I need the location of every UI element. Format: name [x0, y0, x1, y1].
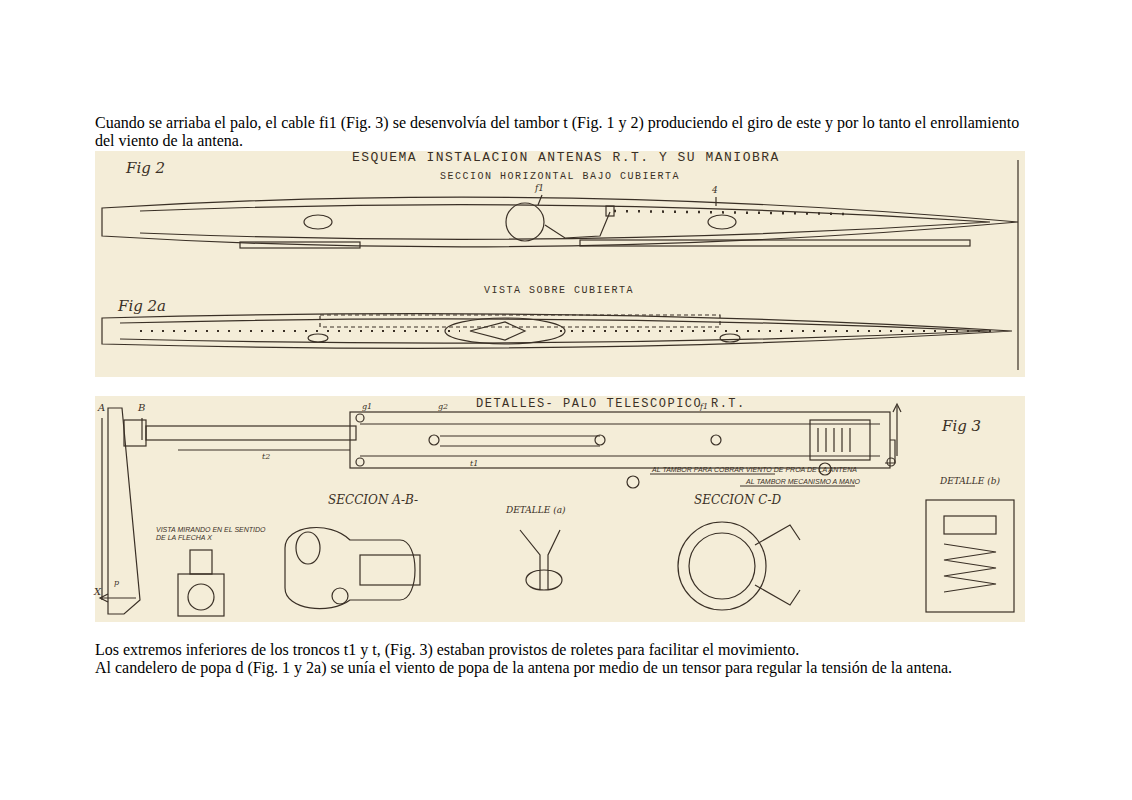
callout-number: t1 [470, 459, 478, 468]
section-cd [678, 522, 766, 610]
foot-view [178, 574, 224, 616]
drum-note: AL TAMBOR MECANISMO A MANO [746, 478, 860, 486]
mast-inner [440, 435, 600, 436]
callout-number: g2 [438, 402, 448, 411]
section-title: SECCION A-B- [328, 494, 418, 508]
leader-line [538, 195, 542, 205]
hull-outline [102, 197, 1018, 247]
section-hole [332, 588, 348, 604]
hatch [720, 334, 740, 342]
drum [606, 206, 614, 216]
plate-ground [95, 396, 1025, 622]
callout-number: g1 [362, 402, 372, 411]
section-letter: A [98, 402, 105, 414]
section-tube [360, 555, 420, 585]
mast-inner [360, 455, 880, 456]
section-mark [141, 418, 142, 440]
callout-number: f1 [700, 402, 708, 411]
wire-run [140, 330, 1000, 332]
bridge [470, 322, 525, 340]
section-mark [101, 418, 102, 600]
figure-number: Fig 2a [118, 298, 166, 315]
callout-number: 4 [712, 185, 718, 195]
figure-number: Fig 2 [126, 160, 165, 177]
mast-tube [146, 426, 356, 440]
mast-trunk [350, 412, 890, 468]
detail-b-cap [944, 516, 996, 534]
figure-number: Fig 3 [942, 418, 981, 435]
callout-number: f1 [535, 183, 544, 193]
hatch [304, 215, 332, 229]
arrow-x [100, 597, 136, 598]
drum-line [545, 212, 610, 238]
mast-inner [440, 445, 600, 446]
roller [356, 414, 364, 422]
deck-dash [320, 315, 720, 327]
detail-mark [887, 458, 895, 466]
roller [595, 435, 605, 445]
detail-b [926, 500, 1014, 612]
section-cd-arm [755, 525, 800, 605]
arrow-head [893, 404, 901, 412]
arrow-head [100, 594, 108, 602]
callout-number: t2 [262, 452, 270, 461]
section-cd [689, 533, 755, 599]
roller [356, 458, 364, 466]
section-title: SECCION C-D [694, 494, 781, 508]
foot-stem [190, 550, 212, 574]
paragraph: Cuando se arriaba el palo, el cable fi1 … [95, 114, 1040, 150]
hull-inner [140, 205, 990, 240]
spring [944, 544, 996, 592]
tank-band [240, 242, 360, 248]
mast-inner [360, 423, 880, 424]
section-hole [296, 532, 320, 564]
paragraph: Los extremos inferiores de los troncos t… [95, 641, 1040, 659]
plate-ground [95, 151, 1025, 377]
view-note: VISTA MIRANDO EN EL SENTIDO DE LA FLECHA… [156, 526, 266, 542]
view-title: VISTA SOBRE CUBIERTA [484, 285, 634, 297]
section-letter: X [94, 586, 101, 598]
leader-line [715, 197, 716, 206]
foot-hole [188, 584, 214, 610]
mast-line [178, 449, 350, 450]
hatch [308, 334, 328, 342]
detail-title: DETALLE (a) [506, 505, 566, 515]
drum-note: AL TAMBOR PARA COBRAR VIENTO DE PROA DE … [652, 466, 857, 474]
plate-title: ESQUEMA INSTALACION ANTENAS R.T. Y SU MA… [352, 151, 780, 166]
detail-title: DETALLE (b) [940, 476, 1000, 486]
section-ab [285, 528, 415, 609]
paragraph: Al candelero de popa d (Fig. 1 y 2a) se … [95, 659, 1040, 677]
callout-number: p [114, 578, 119, 587]
view-title: SECCION HORIZONTAL BAJO CUBIERTA [440, 171, 680, 183]
spring-box [810, 420, 870, 460]
tank-band [580, 240, 970, 246]
hatch [708, 215, 736, 229]
roller [429, 435, 439, 445]
section-letter: B [138, 402, 145, 414]
leader-line [650, 473, 775, 474]
roller [711, 435, 721, 445]
hull-outline [102, 314, 1012, 349]
flange [124, 420, 146, 446]
wire-run [614, 211, 850, 214]
leader-line [740, 485, 855, 486]
detail-mark [627, 476, 639, 488]
detail-a [520, 530, 562, 590]
spring [818, 428, 850, 452]
right-border [1017, 160, 1018, 370]
conning-ring [506, 203, 544, 241]
pointer [896, 406, 897, 456]
conning-tower [445, 318, 565, 344]
